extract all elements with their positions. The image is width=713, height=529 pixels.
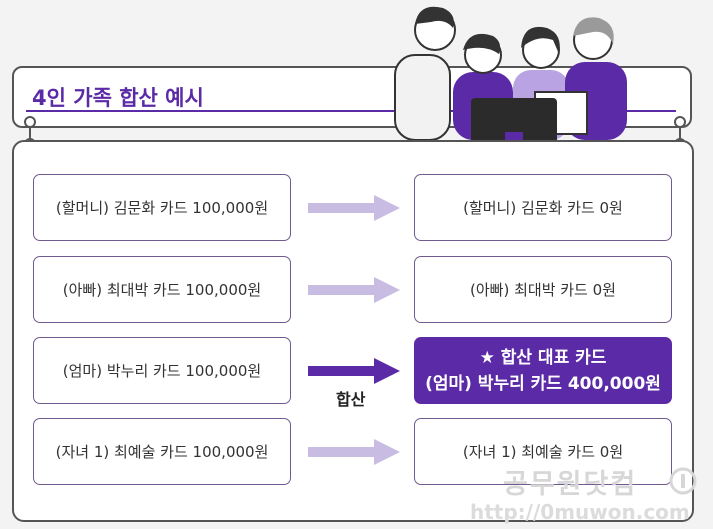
before-card-father: (아빠) 최대박 카드 100,000원 bbox=[33, 256, 291, 323]
ring-icon-right-top bbox=[674, 116, 686, 128]
after-card-father: (아빠) 최대박 카드 0원 bbox=[414, 256, 672, 323]
arrow-right-icon bbox=[308, 358, 400, 384]
watermark-name: 공무원닷컴 bbox=[503, 469, 638, 500]
representative-card: ★ 합산 대표 카드 (엄마) 박누리 카드 400,000원 bbox=[414, 337, 672, 404]
before-card-child: (자녀 1) 최예술 카드 100,000원 bbox=[33, 418, 291, 485]
before-card-label: (할머니) 김문화 카드 100,000원 bbox=[55, 199, 269, 217]
before-card-label: (자녀 1) 최예술 카드 100,000원 bbox=[55, 443, 269, 461]
merge-label: 합산 bbox=[336, 390, 366, 409]
page-title: 4인 가족 합산 예시 bbox=[32, 86, 204, 110]
after-card-label: (아빠) 최대박 카드 0원 bbox=[470, 281, 616, 299]
watermark-logo-icon bbox=[669, 467, 697, 495]
before-card-grandmother: (할머니) 김문화 카드 100,000원 bbox=[33, 174, 291, 241]
ring-icon-left-top bbox=[24, 116, 36, 128]
after-card-grandmother: (할머니) 김문화 카드 0원 bbox=[414, 174, 672, 241]
arrow-right-icon bbox=[308, 195, 400, 221]
hanger-line-right bbox=[679, 120, 681, 144]
family-illustration bbox=[394, 6, 627, 166]
representative-amount: (엄마) 박누리 카드 400,000원 bbox=[425, 373, 661, 394]
hanger-line-left bbox=[29, 120, 31, 144]
after-card-label: (할머니) 김문화 카드 0원 bbox=[463, 199, 623, 217]
before-card-label: (아빠) 최대박 카드 100,000원 bbox=[62, 281, 262, 299]
after-card-label: (자녀 1) 최예술 카드 0원 bbox=[462, 443, 624, 461]
arrow-right-icon bbox=[308, 277, 400, 303]
before-card-mother: (엄마) 박누리 카드 100,000원 bbox=[33, 337, 291, 404]
representative-title: ★ 합산 대표 카드 bbox=[479, 347, 607, 368]
arrow-right-icon bbox=[308, 439, 400, 465]
after-card-child: (자녀 1) 최예술 카드 0원 bbox=[414, 418, 672, 485]
title-underline bbox=[26, 110, 676, 112]
before-card-label: (엄마) 박누리 카드 100,000원 bbox=[62, 362, 262, 380]
watermark-url: http://0muwon.com bbox=[470, 500, 690, 524]
